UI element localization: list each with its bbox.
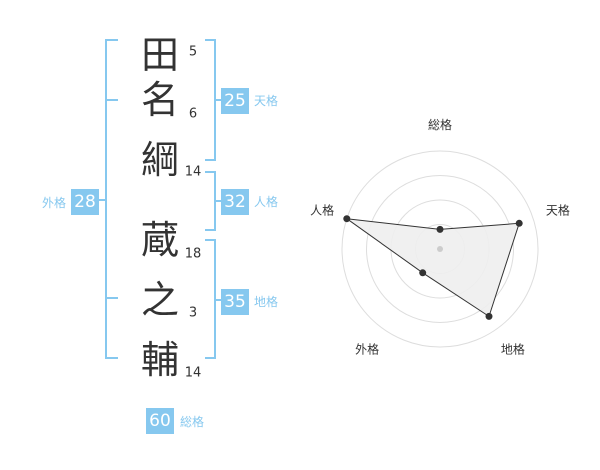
radar-ring <box>341 150 539 348</box>
radar-axis-label: 天格 <box>546 203 570 218</box>
chikaku-bracket <box>205 239 222 359</box>
radar-axis-label: 人格 <box>310 203 334 218</box>
gaikaku-badge <box>71 189 99 215</box>
radar-axis-label: 外格 <box>355 341 379 356</box>
chikaku-badge <box>221 289 249 315</box>
radar-center <box>437 246 443 252</box>
radar-point <box>436 225 444 233</box>
name-characters: 田 名 綱 蔵 之 輔 <box>141 33 179 382</box>
radar-point <box>485 312 493 320</box>
radar-point <box>419 269 427 277</box>
name-char: 綱 <box>141 138 179 182</box>
name-char: 田 <box>141 33 179 77</box>
stroke-counts: 5 6 14 18 3 14 <box>185 45 202 381</box>
name-char: 之 <box>141 278 179 322</box>
tenkaku: 25 天格 <box>221 88 278 114</box>
soukaku-value: 60 <box>149 411 171 431</box>
name-char: 名 <box>141 78 179 122</box>
stroke-count: 5 <box>189 45 197 60</box>
stroke-count: 14 <box>185 366 202 381</box>
soukaku: 60 総格 <box>146 408 204 434</box>
stroke-count: 18 <box>185 247 202 262</box>
tenkaku-value: 25 <box>224 91 246 111</box>
tenkaku-bracket <box>205 39 222 161</box>
tenkaku-badge <box>221 88 249 114</box>
chikaku: 35 地格 <box>221 289 278 315</box>
soukaku-badge <box>146 408 174 434</box>
gaikaku-label: 外格 <box>42 195 66 210</box>
radar-point <box>343 215 351 223</box>
radar-axis-label: 総格 <box>428 117 452 132</box>
jinkaku-bracket <box>205 171 222 231</box>
gaikaku: 外格 28 <box>42 189 99 215</box>
chikaku-value: 35 <box>224 292 246 312</box>
stroke-count: 6 <box>189 107 197 122</box>
jinkaku: 32 人格 <box>221 189 278 215</box>
jinkaku-value: 32 <box>224 192 246 212</box>
tenkaku-label: 天格 <box>254 93 278 108</box>
stroke-count: 3 <box>189 306 197 321</box>
radar-axis-label: 地格 <box>501 341 525 356</box>
stroke-count: 14 <box>185 165 202 180</box>
name-char: 蔵 <box>141 218 179 262</box>
radar-ring <box>366 175 514 323</box>
jinkaku-badge <box>221 189 249 215</box>
soukaku-label: 総格 <box>180 414 204 429</box>
name-char: 輔 <box>141 338 179 382</box>
radar-polygon <box>346 218 520 318</box>
chikaku-label: 地格 <box>254 294 278 309</box>
gaikaku-value: 28 <box>74 192 96 212</box>
radar-point <box>515 219 523 227</box>
gaikaku-bracket <box>96 39 118 359</box>
jinkaku-label: 人格 <box>254 194 278 209</box>
